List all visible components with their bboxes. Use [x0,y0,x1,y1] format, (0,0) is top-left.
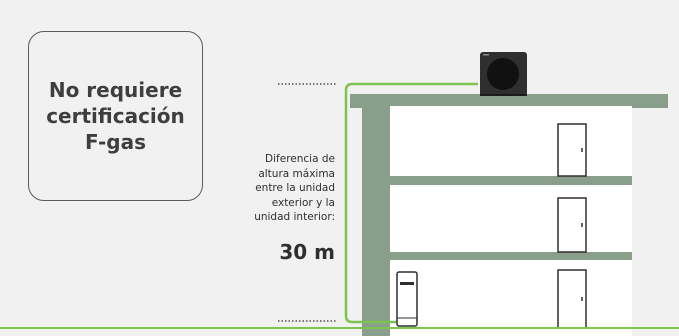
ground-line [0,327,679,329]
badge-line-2: certificación [46,104,185,128]
heat-pump-outdoor-unit-icon [480,52,527,96]
height-difference-note: Diferencia de altura máxima entre la uni… [222,152,335,225]
badge-line-3: F-gas [84,130,147,154]
note-line-2: altura máxima [258,167,335,180]
door-icon [557,269,587,329]
note-line-4: exterior y la [271,196,335,209]
note-line-5: unidad interior: [254,211,335,223]
floor-ground [390,260,632,336]
refrigerant-pipe [344,82,478,324]
indoor-unit-icon [396,271,418,327]
door-icon [557,123,587,177]
door-icon [557,197,587,253]
floor-middle [390,185,632,252]
height-difference-value: 30 m [279,240,335,264]
note-line-1: Diferencia de [265,153,335,165]
note-line-3: entre la unidad [255,182,335,194]
badge-line-1: No requiere [48,78,183,102]
floor-top [390,106,632,176]
f-gas-badge: No requiere certificación F-gas [28,31,203,201]
building-roof [350,94,668,108]
